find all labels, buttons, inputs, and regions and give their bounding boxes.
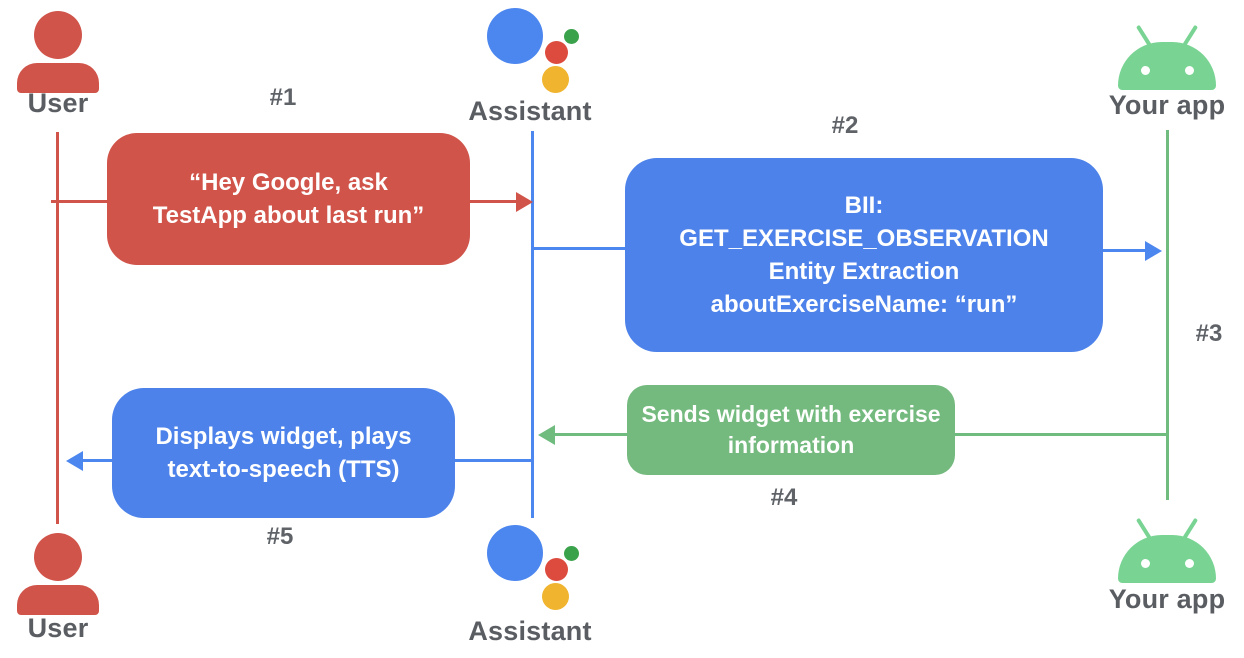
step1-arrow-line	[470, 200, 517, 203]
step5-message-box: Displays widget, plays text-to-speech (T…	[112, 388, 455, 518]
assistant-lifeline	[531, 131, 534, 518]
user-label-top: User	[27, 88, 89, 118]
step2-text-line: Entity Extraction	[768, 258, 960, 285]
step5-connector-line	[455, 459, 533, 462]
step2-text-line: aboutExerciseName: “run”	[710, 291, 1018, 318]
assistant-logo-red-dot	[545, 41, 568, 64]
your-app-label-top: Your app	[1108, 90, 1226, 120]
user-label-bottom: User	[27, 613, 89, 643]
step2-connector-line	[533, 247, 625, 250]
assistant-logo-green-dot	[564, 546, 579, 561]
step4-arrowhead-icon	[538, 425, 555, 445]
step4-label: #4	[770, 484, 798, 511]
step2-label: #2	[831, 112, 859, 139]
app-lifeline	[1166, 130, 1169, 500]
step1-text-line: “Hey Google, ask	[189, 169, 388, 196]
user-icon-bottom	[16, 533, 100, 615]
step1-label: #1	[269, 84, 297, 111]
step4-text-line: information	[727, 432, 855, 458]
step5-arrow-line	[83, 459, 112, 462]
user-head-shape	[34, 11, 82, 59]
assistant-logo-yellow-dot	[542, 66, 569, 93]
step5-label: #5	[266, 523, 294, 550]
android-icon-bottom	[1118, 517, 1216, 583]
step5-text-line: Displays widget, plays	[155, 423, 412, 450]
user-lifeline	[56, 132, 59, 524]
step2-message-box: BII: GET_EXERCISE_OBSERVATION Entity Ext…	[625, 158, 1103, 352]
user-head-shape	[34, 533, 82, 581]
assistant-logo-blue-dot	[487, 8, 543, 64]
your-app-label-bottom: Your app	[1108, 584, 1226, 614]
android-dome-shape	[1118, 535, 1216, 583]
assistant-icon-bottom	[487, 525, 581, 611]
android-eye-icon	[1141, 559, 1150, 568]
step2-text-line: BII:	[844, 192, 884, 219]
step4-arrow-line	[554, 433, 627, 436]
android-icon-top	[1118, 24, 1216, 90]
assistant-logo-blue-dot	[487, 525, 543, 581]
android-eye-icon	[1185, 66, 1194, 75]
step4-text-line: Sends widget with exercise	[641, 401, 941, 427]
step1-message-box: “Hey Google, ask TestApp about last run”	[107, 133, 470, 265]
user-torso-shape	[17, 585, 99, 615]
assistant-label-top: Assistant	[468, 96, 592, 126]
step2-arrow-line	[1103, 249, 1146, 252]
assistant-icon-top	[487, 8, 581, 94]
step5-arrowhead-icon	[66, 451, 83, 471]
step4-connector-line	[955, 433, 1168, 436]
step2-text-line: GET_EXERCISE_OBSERVATION	[679, 225, 1049, 252]
step3-label: #3	[1195, 320, 1223, 347]
android-eye-icon	[1185, 559, 1194, 568]
step1-text-line: TestApp about last run”	[152, 202, 425, 229]
step1-connector-line	[51, 200, 107, 203]
user-torso-shape	[17, 63, 99, 93]
assistant-label-bottom: Assistant	[468, 616, 592, 646]
step2-arrowhead-icon	[1145, 241, 1162, 261]
user-icon-top	[16, 11, 100, 93]
step4-message-box: Sends widget with exercise information	[627, 385, 955, 475]
assistant-logo-green-dot	[564, 29, 579, 44]
assistant-logo-yellow-dot	[542, 583, 569, 610]
step5-text-line: text-to-speech (TTS)	[167, 456, 400, 483]
android-dome-shape	[1118, 42, 1216, 90]
android-eye-icon	[1141, 66, 1150, 75]
assistant-logo-red-dot	[545, 558, 568, 581]
step1-arrowhead-icon	[516, 192, 533, 212]
